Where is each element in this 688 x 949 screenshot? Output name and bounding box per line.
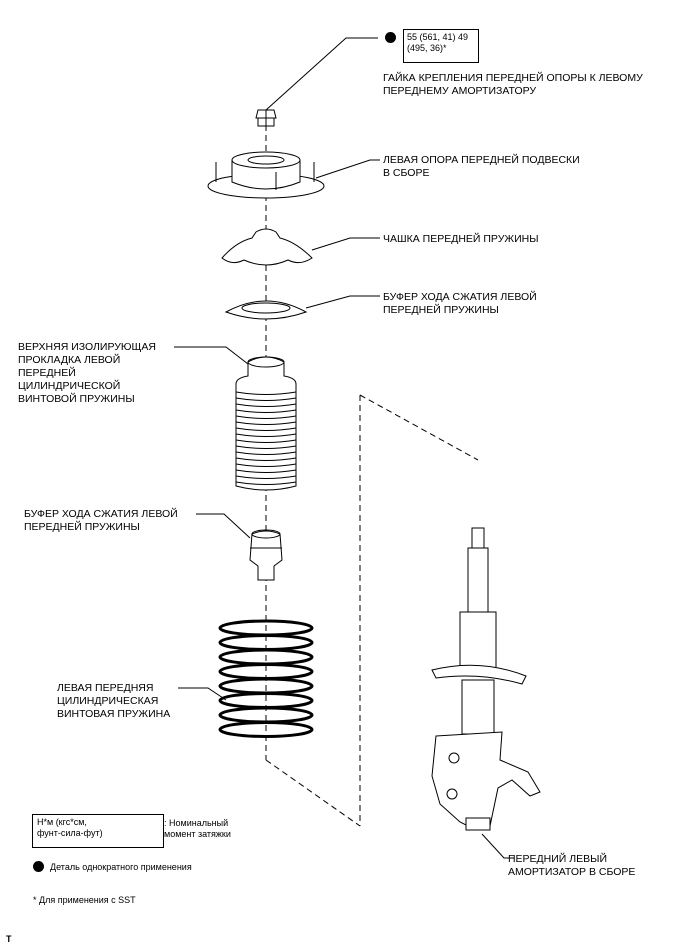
spring-coil-turn — [218, 721, 314, 738]
boot-ridge-line — [235, 463, 297, 467]
boot-ridge-line — [235, 469, 297, 473]
label-support: ЛЕВАЯ ОПОРА ПЕРЕДНЕЙ ПОДВЕСКИ В СБОРЕ — [383, 154, 580, 179]
boot-ridge-line — [235, 391, 297, 395]
label-insulator: ВЕРХНЯЯ ИЗОЛИРУЮЩАЯ ПРОКЛАДКА ЛЕВОЙ ПЕРЕ… — [18, 341, 156, 405]
legend-unit-box: Н*м (кгс*см, фунт-сила-фут) — [32, 814, 164, 848]
boot-ridge-line — [235, 457, 297, 461]
torque-value-line1: 55 (561, 41) 49 — [407, 32, 469, 42]
torque-value-line2: (495, 36)* — [407, 43, 447, 53]
torque-value-box: 55 (561, 41) 49 (495, 36)* — [403, 29, 479, 63]
legend-unit-text: Н*м (кгс*см, фунт-сила-фут) — [37, 817, 103, 838]
nut-part — [255, 109, 277, 127]
lower-bumper-part — [249, 529, 283, 581]
label-spring-seat: ЧАШКА ПЕРЕДНЕЙ ПРУЖИНЫ — [383, 233, 539, 245]
legend-single-use-icon — [33, 861, 44, 872]
shock-absorber-part — [431, 527, 541, 831]
label-coil-spring: ЛЕВАЯ ПЕРЕДНЯЯ ЦИЛИНДРИЧЕСКАЯ ВИНТОВАЯ П… — [57, 682, 171, 720]
label-shock-absorber: ПЕРЕДНИЙ ЛЕВЫЙ АМОРТИЗАТОР В СБОРЕ — [508, 853, 636, 878]
boot-ridge-line — [235, 415, 297, 419]
boot-ridge-line — [235, 421, 297, 425]
boot-ridge-line — [235, 451, 297, 455]
label-upper-bumper: БУФЕР ХОДА СЖАТИЯ ЛЕВОЙ ПЕРЕДНЕЙ ПРУЖИНЫ — [383, 291, 537, 316]
spring-seat-part — [221, 228, 313, 266]
support-part — [207, 151, 325, 199]
legend-single-use-text: Деталь однократного применения — [50, 862, 192, 872]
label-nut: ГАЙКА КРЕПЛЕНИЯ ПЕРЕДНЕЙ ОПОРЫ К ЛЕВОМУ … — [383, 72, 643, 97]
coil-spring-part — [218, 619, 314, 738]
boot-ridge-line — [235, 397, 297, 401]
insulator-boot-part — [235, 356, 297, 491]
upper-bumper-part — [224, 300, 308, 320]
boot-ridge-line — [235, 475, 297, 479]
boot-ridge-line — [235, 403, 297, 407]
legend-sst-note: * Для применения с SST — [33, 895, 136, 905]
boot-ridge-line — [235, 409, 297, 413]
boot-ridge-line — [235, 439, 297, 443]
boot-ridge-line — [235, 427, 297, 431]
single-use-marker-icon — [385, 32, 396, 43]
boot-ridge-line — [235, 481, 297, 485]
boot-ridge-line — [235, 445, 297, 449]
footer-code: T — [6, 934, 12, 944]
legend-unit-description: : Номинальный момент затяжки — [164, 818, 231, 839]
boot-ridge-line — [235, 433, 297, 437]
label-lower-bumper: БУФЕР ХОДА СЖАТИЯ ЛЕВОЙ ПЕРЕДНЕЙ ПРУЖИНЫ — [24, 508, 178, 533]
